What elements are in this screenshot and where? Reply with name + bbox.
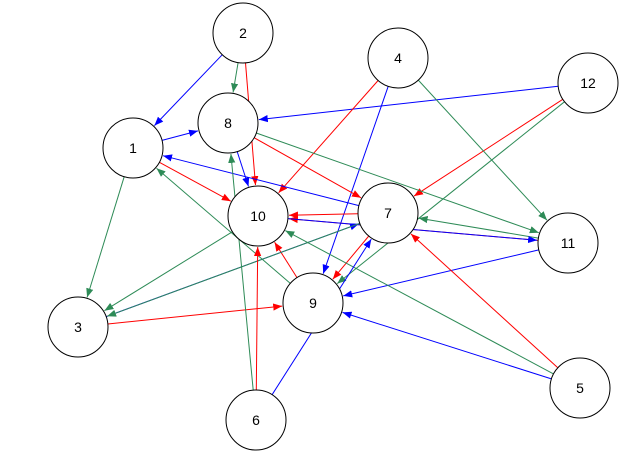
node-label: 5 [576, 380, 584, 396]
edge-6-to-10 [254, 246, 262, 391]
node-circle [557, 52, 619, 114]
node-label: 4 [394, 50, 402, 66]
edge-1-to-3 [86, 176, 125, 298]
node-label: 7 [384, 205, 392, 221]
node-circle [212, 2, 274, 64]
node-3: 3 [47, 296, 109, 358]
node-label: 6 [252, 412, 260, 428]
node-label: 3 [74, 319, 82, 335]
edge-12-to-8 [258, 85, 559, 123]
node-1: 1 [102, 117, 164, 179]
edge-4-to-11 [417, 79, 548, 221]
node-circle [227, 185, 289, 247]
node-circle [357, 182, 419, 244]
node-label: 11 [561, 235, 576, 251]
edge-3-to-9 [107, 303, 283, 325]
edge-9-to-1 [156, 167, 291, 284]
edge-2-to-1 [154, 54, 223, 126]
node-label: 2 [239, 25, 247, 41]
node-circle [537, 212, 599, 274]
node-5: 5 [549, 357, 611, 419]
node-8: 8 [197, 92, 259, 154]
edge-5-to-9 [342, 311, 552, 380]
node-2: 2 [212, 2, 274, 64]
edge-7-to-9 [332, 235, 370, 280]
edge-5-to-10 [285, 230, 554, 375]
node-9: 9 [282, 272, 344, 334]
edge-7-to-1 [162, 154, 360, 207]
node-circle [549, 357, 611, 419]
edge-7-to-3 [106, 222, 360, 317]
edge-5-to-7 [410, 233, 559, 369]
edge-9-to-10 [274, 241, 298, 278]
edge-1-to-8 [161, 129, 199, 141]
edge-8-to-10 [236, 151, 250, 187]
node-4: 4 [367, 27, 429, 89]
node-11: 11 [537, 212, 599, 274]
node-label: 12 [580, 75, 596, 91]
node-circle [225, 389, 287, 451]
edge-1-to-10 [159, 161, 232, 202]
node-7: 7 [357, 182, 419, 244]
edge-7-to-10 [288, 211, 359, 219]
edge-2-to-8 [231, 62, 239, 93]
edges-layer [86, 54, 565, 395]
node-label: 1 [129, 140, 137, 156]
node-circle [282, 272, 344, 334]
edge-12-to-7 [413, 98, 564, 197]
node-circle [102, 117, 164, 179]
node-circle [367, 27, 429, 89]
edge-4-to-10 [278, 80, 379, 194]
edge-11-to-7 [418, 216, 539, 239]
edge-4-to-9 [322, 86, 389, 274]
node-label: 8 [224, 115, 232, 131]
node-10: 10 [227, 185, 289, 247]
node-circle [47, 296, 109, 358]
edge-11-to-9 [343, 249, 539, 298]
edge-6-to-8 [228, 153, 254, 391]
node-label: 10 [250, 208, 266, 224]
edge-12-to-9 [336, 101, 565, 284]
edge-8-to-11 [256, 132, 539, 234]
node-label: 9 [309, 295, 317, 311]
edge-10-to-3 [104, 231, 233, 312]
node-6: 6 [225, 389, 287, 451]
node-circle [197, 92, 259, 154]
node-12: 12 [557, 52, 619, 114]
edge-8-to-7 [253, 137, 362, 199]
